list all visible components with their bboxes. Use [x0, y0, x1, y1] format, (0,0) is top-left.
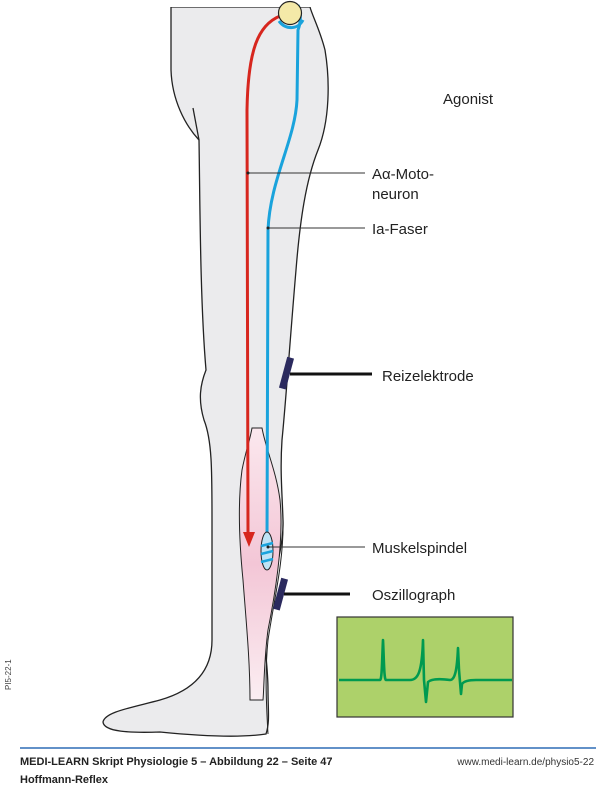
- stimulating-electrode: [278, 356, 372, 390]
- thigh-inner-line: [192, 107, 200, 141]
- figure-code: PI5-22-1: [4, 659, 13, 690]
- label-stim-electrode: Reizelektrode: [382, 368, 474, 385]
- footer-url[interactable]: www.medi-learn.de/physio5-22: [457, 757, 594, 768]
- leader-lines: [248, 172, 365, 548]
- label-motoneuron-line1: Aα-Moto-: [372, 166, 435, 183]
- arrowhead-icon: [243, 532, 255, 547]
- label-ia-fiber: Ia-Faser: [372, 221, 428, 238]
- footer-title: Hoffmann-Reflex: [20, 774, 109, 786]
- label-motoneuron-line2: neuron: [372, 186, 419, 203]
- motoneuron-axon: [245, 14, 281, 533]
- calf-muscle: [238, 427, 282, 701]
- label-muscle-spindle: Muskelspindel: [372, 540, 468, 557]
- oscilloscope-trace: [339, 638, 512, 704]
- synapse-arc: [277, 19, 305, 30]
- spindle-windings: [260, 541, 274, 564]
- label-oscillograph: Oszillograph: [372, 587, 456, 604]
- label-agonist: Agonist: [443, 91, 494, 108]
- footer-source: MEDI-LEARN Skript Physiologie 5 – Abbild…: [20, 756, 333, 768]
- recording-electrode: [272, 577, 350, 611]
- spinal-neuron-cell: [277, 0, 303, 26]
